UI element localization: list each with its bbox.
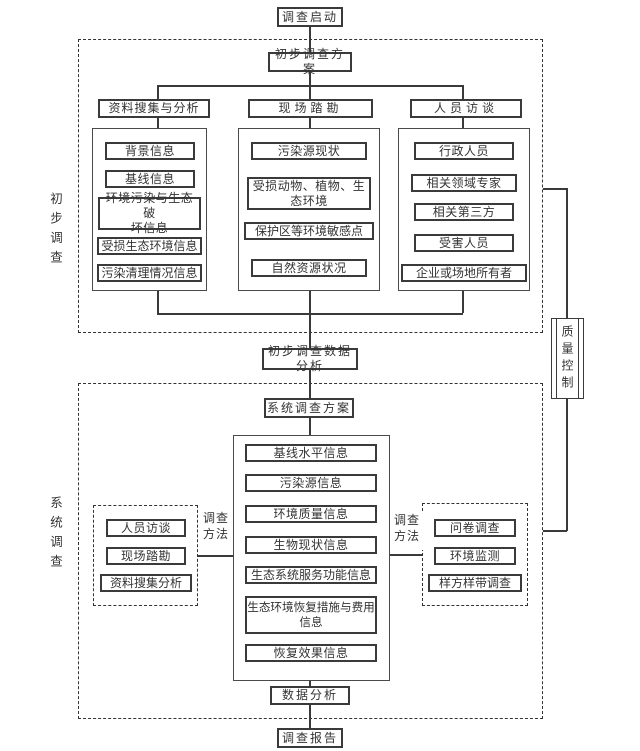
connector-center-to-data-analysis — [309, 680, 311, 687]
stage1-col3-item: 行政人员 — [414, 142, 514, 160]
system-plan-box: 系统调查方案 — [264, 398, 354, 418]
qc-top-vertical — [566, 188, 568, 318]
data-analysis-box: 数据分析 — [270, 686, 350, 705]
stage1-col3-item: 相关领域专家 — [411, 174, 517, 192]
qc-top-horizontal — [543, 188, 567, 190]
stage2-center-item: 恢复效果信息 — [245, 644, 377, 662]
preliminary-plan-box: 初步调查方案 — [268, 47, 352, 76]
drop-to-col2-header — [309, 85, 311, 99]
stage2-center-item: 环境质量信息 — [245, 505, 377, 523]
stage2-right-method-item: 环境监测 — [434, 547, 516, 565]
drop-to-col1-header — [157, 85, 159, 99]
stage2-right-methods-container — [422, 503, 528, 606]
connector-plan-to-branch — [309, 71, 311, 86]
stage1-col1-container — [92, 128, 207, 291]
stage1-col3-header: 人员访谈 — [410, 99, 522, 118]
stage2-center-item: 基线水平信息 — [245, 444, 377, 462]
stage1-col2-item: 保护区等环境敏感点 — [244, 222, 374, 240]
stage1-col1-item: 受损生态环境信息 — [97, 237, 202, 255]
col3-to-collect-line — [462, 290, 464, 313]
preliminary-analysis-box: 初步调查数据分析 — [262, 344, 358, 373]
stage1-col2-header: 现场踏勘 — [248, 99, 373, 118]
stage2-right-method-item: 样方样带调查 — [428, 574, 522, 592]
stage1-col3-item: 相关第三方 — [414, 203, 514, 221]
col1-header-to-box — [157, 117, 159, 128]
stage1-side-label: 初步调查 — [48, 192, 62, 270]
left-method-connector — [198, 555, 234, 557]
right-method-connector — [389, 554, 423, 556]
stage1-col1-item: 基线信息 — [105, 170, 195, 188]
stage2-right-method-label: 调查 方法 — [391, 512, 423, 550]
stage2-left-method-item: 人员访谈 — [106, 519, 186, 537]
stage2-center-item: 生物现状信息 — [245, 536, 377, 554]
start-box: 调查启动 — [277, 7, 343, 27]
stage1-col2-container — [238, 128, 380, 291]
stage2-center-item: 生态环境恢复措施与费用 信息 — [245, 596, 377, 634]
col1-to-collect-line — [157, 290, 159, 313]
stage1-col3-item: 受害人员 — [414, 234, 514, 252]
col2-header-to-box — [309, 117, 311, 128]
stage1-col1-item: 背景信息 — [105, 142, 195, 160]
stage2-left-methods-container — [93, 505, 198, 606]
col3-header-to-box — [462, 117, 464, 128]
stage1-col2-item: 自然资源状况 — [251, 259, 367, 277]
stage1-col3-item: 企业或场地所有者 — [401, 264, 527, 282]
stage2-center-container — [233, 435, 390, 681]
qc-bottom-horizontal — [543, 530, 567, 532]
stage2-left-method-item: 资料搜集分析 — [100, 574, 192, 592]
connector-analysis-to-system-plan — [309, 370, 311, 399]
connector-data-analysis-to-report — [309, 704, 311, 729]
quality-control-box: 质量控制 — [551, 318, 584, 399]
drop-to-col3-header — [462, 85, 464, 99]
stage1-col2-item: 受损动物、植物、生 态环境 — [247, 177, 371, 210]
stage2-left-method-item: 现场踏勘 — [106, 547, 186, 565]
stage2-side-label: 系统调查 — [48, 496, 62, 574]
stage2-left-method-label: 调查 方法 — [200, 510, 232, 548]
stage2-center-item: 污染源信息 — [245, 474, 377, 492]
stage2-right-method-item: 问卷调查 — [434, 519, 516, 537]
stage1-col1-item: 环境污染与生态破 坏信息 — [98, 191, 201, 235]
stage1-col1-header: 资料搜集与分析 — [98, 99, 210, 118]
connector-start-to-plan — [309, 26, 311, 52]
col2-to-collect-line — [309, 290, 311, 313]
qc-double-line-right — [578, 319, 579, 398]
stage1-col3-container — [398, 128, 530, 291]
stage1-col1-item: 污染清理情况信息 — [97, 264, 202, 282]
qc-double-line-left — [556, 319, 557, 398]
stage1-col2-item: 污染源现状 — [251, 142, 367, 160]
quality-control-label: 质量控制 — [560, 324, 574, 393]
report-box: 调查报告 — [277, 728, 343, 748]
qc-bottom-vertical — [566, 398, 568, 531]
connector-to-prelim-analysis — [309, 313, 311, 349]
stage2-center-item: 生态系统服务功能信息 — [245, 566, 377, 584]
connector-system-plan-to-center — [309, 418, 311, 436]
